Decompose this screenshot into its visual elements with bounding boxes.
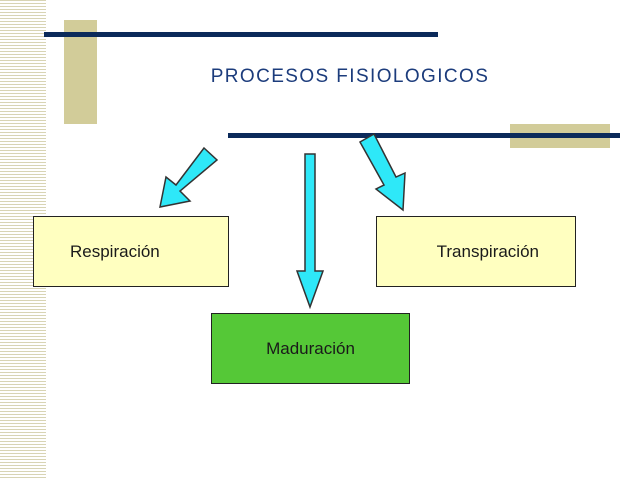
node-maduracion-label: Maduración — [266, 338, 355, 358]
arrow-to-transpiracion — [358, 132, 406, 212]
bottom-navy-rule — [228, 133, 620, 138]
node-respiracion: Respiración — [33, 216, 229, 287]
olive-accent-block-top — [64, 20, 97, 124]
node-maduracion: Maduración — [211, 313, 410, 384]
node-transpiracion: Transpiración — [376, 216, 576, 287]
page-title: PROCESOS FISIOLOGICOS — [210, 66, 490, 87]
arrow-to-respiracion — [159, 146, 219, 208]
node-respiracion-label: Respiración — [70, 241, 160, 261]
top-navy-rule — [44, 32, 438, 37]
node-transpiracion-label: Transpiración — [436, 241, 539, 261]
arrow-to-maduracion — [295, 153, 325, 310]
